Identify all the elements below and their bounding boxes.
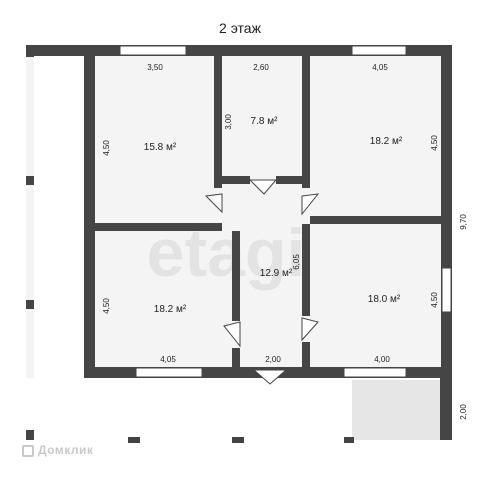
dim-corridor-length: 6,05 <box>292 254 301 270</box>
post-3 <box>26 430 34 440</box>
post-5 <box>232 437 244 443</box>
dim-corridor-width: 2,00 <box>265 355 281 364</box>
window-bottom-right <box>343 367 407 378</box>
post-2 <box>26 300 34 309</box>
wall-g <box>232 231 240 321</box>
room-area-top-middle: 7.8 м² <box>251 116 279 127</box>
dim-top-left-depth: 4,50 <box>102 140 111 156</box>
wall-e <box>95 223 222 231</box>
dim-top-middle-depth: 3,00 <box>224 114 233 130</box>
window-right <box>441 267 452 313</box>
door-arc-5 <box>301 317 319 342</box>
door-arc-2 <box>248 179 278 195</box>
inner-walls <box>84 56 441 378</box>
dim-bottom-left-depth: 4,50 <box>102 298 111 314</box>
wall-b <box>302 56 310 188</box>
door-arc-4 <box>223 321 241 348</box>
brand-logo: Домклик <box>22 443 93 457</box>
wall-right-outer <box>441 45 452 378</box>
room-area-top-right: 18.2 м² <box>370 136 403 147</box>
door-arc-3 <box>301 193 320 216</box>
house-icon <box>22 445 34 457</box>
room-area-bottom-left: 18.2 м² <box>154 304 187 315</box>
dim-top-right-width: 4,05 <box>372 63 388 72</box>
post-4 <box>128 437 140 443</box>
dim-top-middle-width: 2,60 <box>253 63 269 72</box>
window-bottom-left <box>135 367 203 378</box>
wall-top-outer <box>26 45 452 56</box>
wall-j <box>302 342 310 378</box>
wall-f <box>310 216 441 224</box>
door-arc-1 <box>204 193 223 214</box>
wall-d <box>276 176 302 184</box>
room-area-top-left: 15.8 м² <box>144 142 177 153</box>
door-arc-6 <box>252 369 288 385</box>
dim-top-right-depth: 4,50 <box>430 135 439 151</box>
porch-area <box>352 380 440 440</box>
dim-bottom-left-width: 4,05 <box>160 355 176 364</box>
window-top-left <box>119 45 187 56</box>
dim-porch-depth: 2,00 <box>459 404 468 420</box>
post-6 <box>344 437 354 443</box>
wall-left-outer <box>26 45 34 57</box>
doors <box>204 179 320 385</box>
wall-house-left <box>84 56 95 378</box>
dim-total-depth: 9,70 <box>459 214 468 230</box>
room-area-bottom-right: 18.0 м² <box>368 294 401 305</box>
wall-a <box>214 56 222 188</box>
post-7 <box>440 378 452 440</box>
wall-c <box>222 176 250 184</box>
terrace-posts <box>26 176 452 443</box>
windows <box>119 45 452 378</box>
plan-title: 2 этаж <box>219 20 261 36</box>
room-area-corridor: 12.9 м² <box>260 268 293 279</box>
dim-top-left-width: 3,50 <box>147 63 163 72</box>
dim-bottom-right-depth: 4,50 <box>430 292 439 308</box>
brand-text: Домклик <box>38 443 94 457</box>
dim-bottom-right-width: 4,00 <box>374 355 390 364</box>
post-1 <box>26 176 34 185</box>
terrace-bottom <box>34 380 352 440</box>
terrace-area <box>34 56 84 440</box>
wall-h <box>232 348 240 378</box>
window-top-right <box>351 45 407 56</box>
wall-i <box>302 224 310 316</box>
